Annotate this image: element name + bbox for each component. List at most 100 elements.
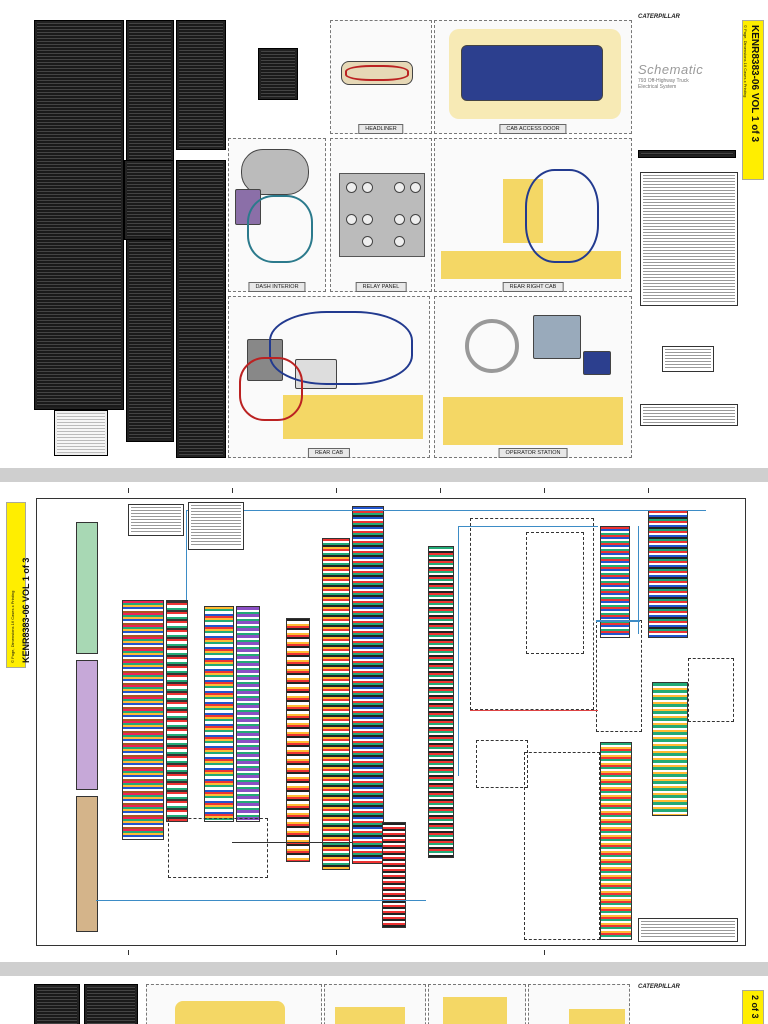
connector-column-9	[428, 546, 454, 858]
wire-relay-bus	[596, 620, 640, 622]
rear-cab-floor	[283, 395, 423, 439]
view-headliner: HEADLINER	[330, 20, 432, 134]
wire-power-run	[470, 710, 598, 711]
tick-top-4	[440, 488, 441, 493]
tick-top-6	[648, 488, 649, 493]
doc-sublabel-2: © Page, Dimensions 16 Cases x Printing	[10, 590, 15, 663]
sheet3-view-3	[428, 984, 526, 1024]
connector-table-5	[176, 160, 226, 458]
tick-bottom-3	[544, 950, 545, 955]
operator-switch-panel	[583, 351, 611, 375]
caption-cab-access-door: CAB ACCESS DOOR	[499, 124, 567, 134]
schematic-frame	[36, 498, 746, 946]
subassembly-bottom	[476, 740, 528, 788]
wire-left-drop	[186, 510, 187, 600]
schematic-sheet-2: KENR8383-06 VOL 1 of 3 © Page, Dimension…	[0, 482, 768, 962]
doc-label: KENR8383-06 VOL 1 of 3	[749, 25, 760, 143]
rear-right-cab-floor	[441, 251, 621, 279]
relay-4	[410, 182, 421, 193]
subassembly-right	[596, 620, 642, 732]
wire-right-drop	[638, 526, 639, 634]
operator-station-floor	[443, 397, 623, 445]
wire-mid-drop	[458, 526, 459, 776]
caterpillar-logo-3: CATERPILLAR	[638, 984, 680, 990]
sheet3-view-2	[324, 984, 426, 1024]
doc-label-bar-2: KENR8383-06 VOL 1 of 3 © Page, Dimension…	[6, 502, 31, 668]
tick-top-1	[128, 488, 129, 493]
connector-column-10	[600, 526, 630, 638]
steering-wheel	[465, 319, 519, 373]
caption-relay-panel: RELAY PANEL	[355, 282, 407, 292]
tick-bottom-1	[128, 950, 129, 955]
connector-column-4	[236, 606, 260, 822]
view-dash-interior: DASH INTERIOR	[228, 138, 326, 292]
connector-column-8	[382, 822, 406, 928]
schematic-notes	[638, 918, 738, 942]
sheet3-view-2-body	[335, 1007, 405, 1024]
relay-3	[394, 182, 405, 193]
operator-display-panel	[533, 315, 581, 359]
notes-table	[54, 410, 108, 456]
tick-top-5	[544, 488, 545, 493]
dash-harness	[247, 195, 313, 263]
headliner-wire	[345, 65, 409, 81]
component-legend-box	[662, 346, 714, 372]
wire-legend	[188, 502, 244, 550]
connector-table-4	[176, 20, 226, 150]
caption-rear-cab: REAR CAB	[307, 448, 351, 458]
caption-rear-right-cab: REAR RIGHT CAB	[502, 282, 564, 292]
ecm-block-green	[76, 522, 98, 654]
legend-table	[258, 48, 298, 100]
page-gap-2	[0, 962, 768, 976]
relay-panel-board	[339, 173, 425, 257]
connector-column-12	[648, 510, 688, 638]
wire-mid-run	[458, 526, 598, 527]
revision-bar	[638, 150, 736, 158]
connector-column-11	[600, 742, 632, 940]
ecm-block-tan	[76, 796, 98, 932]
relay-2	[362, 182, 373, 193]
doc-label-bar-3: 2 of 3	[742, 990, 764, 1024]
connector-column-1	[122, 600, 164, 840]
sheet3-view-4-body	[569, 1009, 625, 1024]
relay-5	[346, 214, 357, 225]
general-notes-box	[640, 172, 738, 306]
connector-column-3	[204, 606, 234, 822]
connector-column-13	[652, 682, 688, 816]
doc-label-2: KENR8383-06 VOL 1 of 3	[21, 557, 31, 663]
subassembly-switches	[526, 532, 584, 654]
relay-7	[394, 214, 405, 225]
connector-column-7	[352, 506, 384, 864]
sheet3-view-4	[528, 984, 630, 1024]
connector-column-6	[322, 538, 350, 870]
relay-9	[362, 236, 373, 247]
doc-label-3: 2 of 3	[750, 995, 760, 1019]
color-code-table	[128, 504, 184, 536]
tick-top-2	[232, 488, 233, 493]
sheet3-view-1	[146, 984, 322, 1024]
caption-headliner: HEADLINER	[358, 124, 404, 134]
subassembly-modules	[524, 752, 600, 940]
view-cab-access-door: CAB ACCESS DOOR	[434, 20, 632, 134]
schematic-subtitle: 793 Off-Highway Truck Electrical System	[638, 78, 689, 90]
schematic-sheet-3: CATERPILLAR 2 of 3	[0, 976, 768, 1024]
tick-bottom-2	[336, 950, 337, 955]
caterpillar-logo: CATERPILLAR	[638, 14, 680, 20]
page-gap	[0, 468, 768, 482]
subassembly-left-bottom	[168, 818, 268, 878]
connector-column-5	[286, 618, 310, 862]
subassembly-key	[688, 658, 734, 722]
connector-column-2	[166, 600, 188, 822]
view-rear-cab: REAR CAB	[228, 296, 430, 458]
rear-right-cab-harness	[525, 169, 599, 263]
subassembly-relays	[470, 518, 594, 710]
relay-8	[410, 214, 421, 225]
view-operator-station: OPERATOR STATION	[434, 296, 632, 458]
relay-1	[346, 182, 357, 193]
sheet3-view-3-body	[443, 997, 507, 1024]
doc-label-bar: KENR8383-06 VOL 1 of 3 © Page, Dimension…	[742, 20, 764, 180]
relay-10	[394, 236, 405, 247]
wire-bottom-run	[96, 900, 426, 901]
view-relay-panel: RELAY PANEL	[330, 138, 432, 292]
ecm-block-purple	[76, 660, 98, 790]
